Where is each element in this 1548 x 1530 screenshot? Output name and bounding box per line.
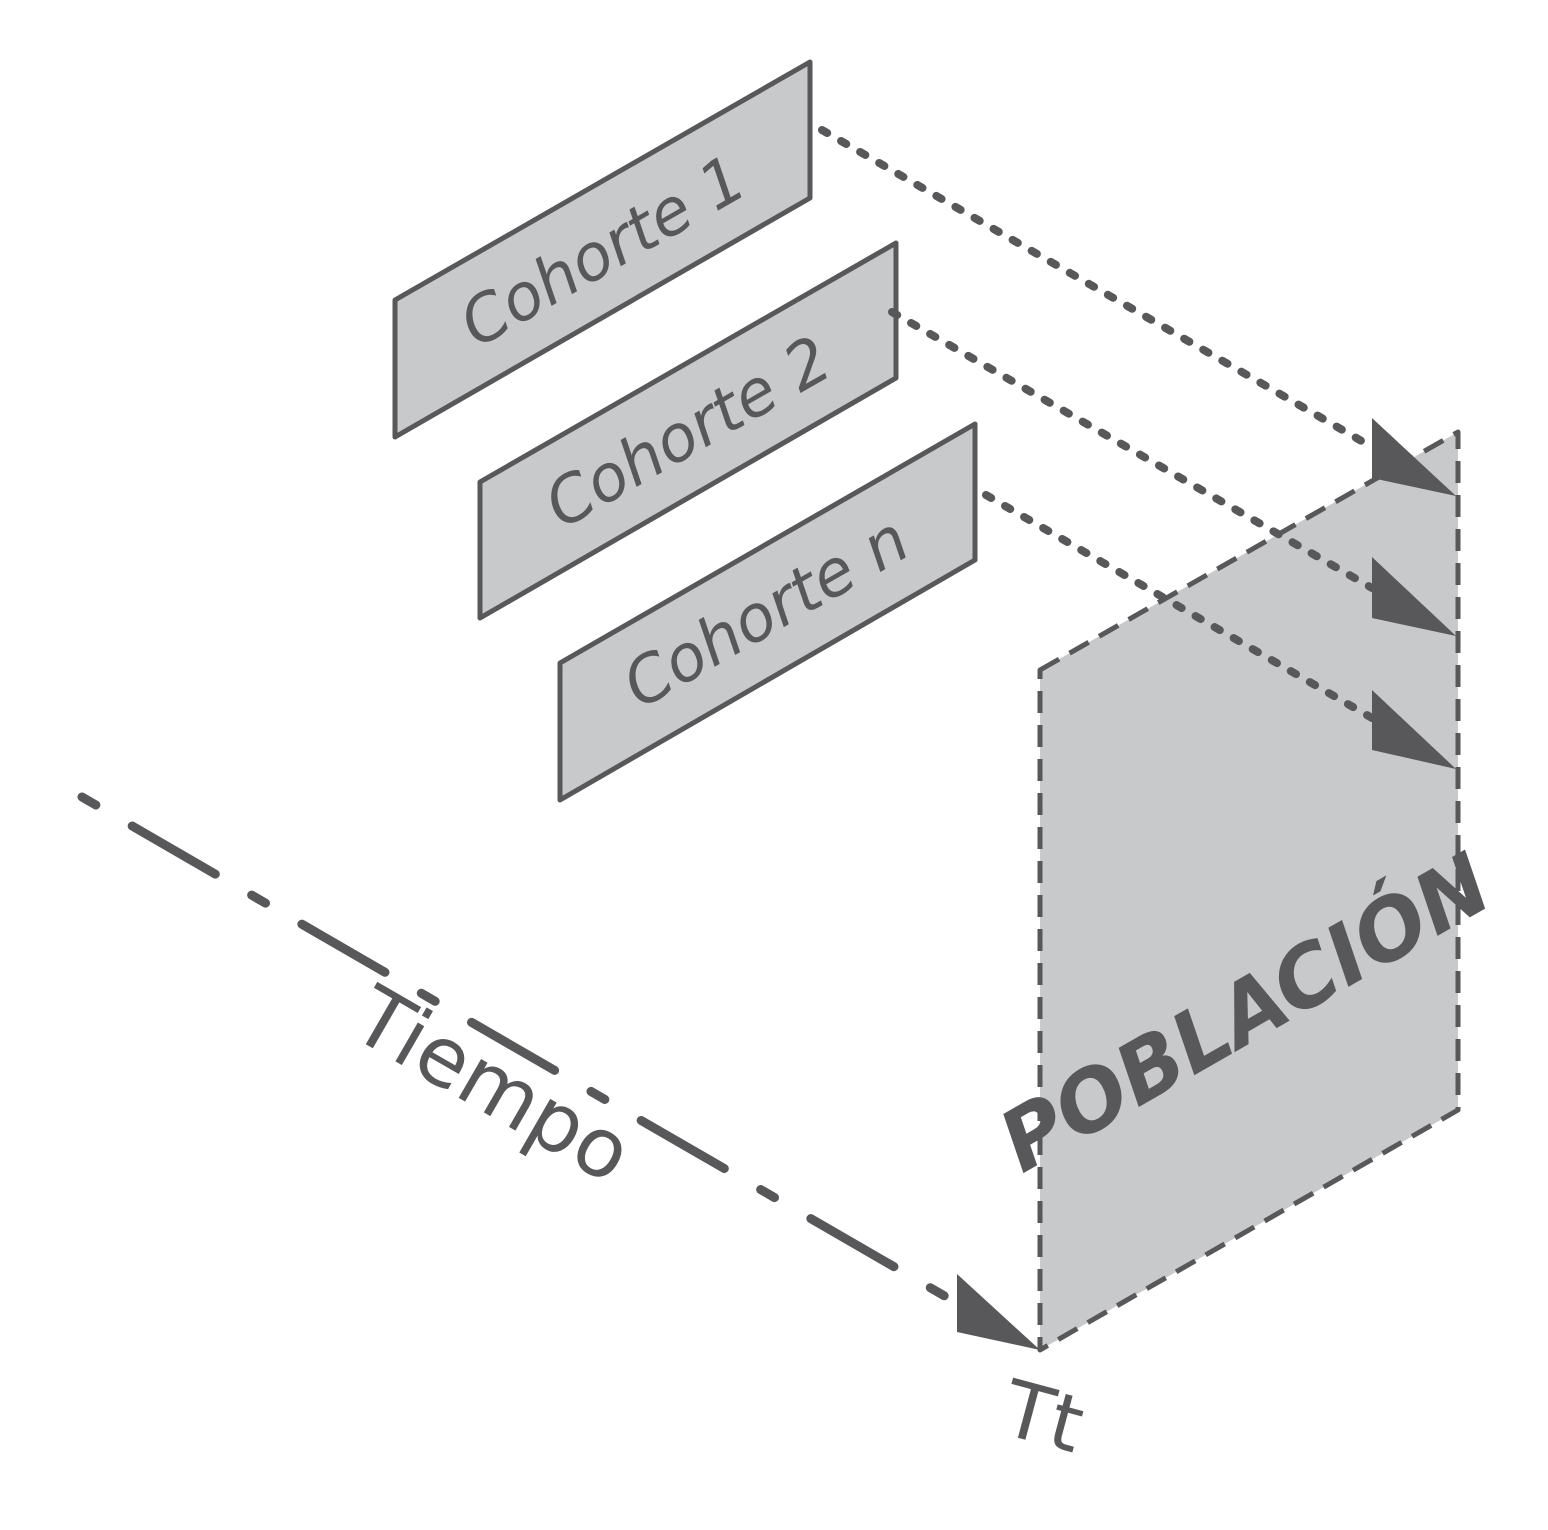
projection-line-1 (818, 126, 1376, 451)
projection-line-n (982, 491, 1376, 722)
projection-line-2 (888, 308, 1376, 592)
arrowhead-n (1372, 690, 1456, 769)
projection-arrowheads (1372, 418, 1456, 769)
time-axis-arrowhead (957, 1274, 1040, 1350)
cohort-panel-n-shape (557, 421, 978, 803)
projection-lines (818, 126, 1376, 722)
arrowhead-2 (1372, 557, 1456, 636)
time-axis-label: Tiempo (337, 968, 648, 1202)
cohort-panel-2-shape (477, 240, 899, 621)
arrowhead-1 (1372, 418, 1456, 496)
cohort-panel-1-shape (392, 59, 813, 440)
time-axis (77, 792, 960, 1307)
time-point-label: Tt (993, 1364, 1093, 1471)
population-panel (1037, 429, 1461, 1353)
